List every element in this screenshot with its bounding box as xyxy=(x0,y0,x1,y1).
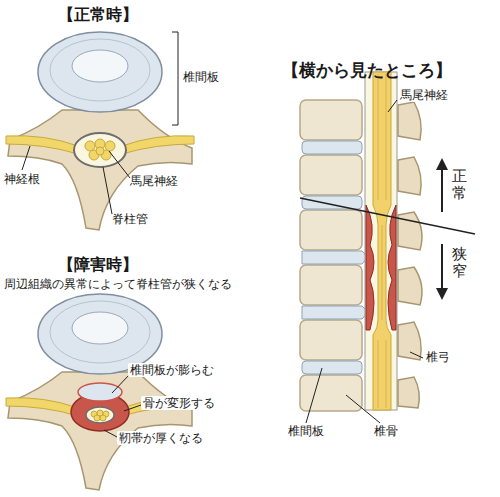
part-label: 椎間板が膨らむ xyxy=(128,363,216,377)
part-label: 脊柱管 xyxy=(112,212,148,226)
side-view-spine xyxy=(300,72,422,411)
part-label: 馬尾神経 xyxy=(398,88,450,102)
part-label: 馬尾神経 xyxy=(130,174,178,188)
part-label: 椎間板 xyxy=(286,424,326,438)
leader-lines-bottom xyxy=(104,375,141,437)
part-label: 靭帯が厚くなる xyxy=(117,431,205,445)
part-label: 椎間板 xyxy=(183,70,219,84)
part-label: 神経根 xyxy=(4,172,40,186)
stenosis-axial-vertebra xyxy=(6,294,194,490)
side-leaders-arrows xyxy=(300,100,475,423)
section-heading: 【横から見たところ】 xyxy=(282,60,452,80)
part-label: 椎骨 xyxy=(372,424,400,438)
leader-lines-top xyxy=(22,32,178,214)
arrow-heads xyxy=(436,158,448,300)
vertical-label: 狭窄 xyxy=(452,246,467,279)
section-heading: 【正常時】 xyxy=(58,5,138,24)
section-heading: 【障害時】 xyxy=(58,255,138,274)
part-label: 椎弓 xyxy=(424,350,452,364)
normal-axial-vertebra xyxy=(6,32,194,230)
vertical-label: 正常 xyxy=(452,168,467,201)
part-label: 骨が変形する xyxy=(141,396,217,410)
note-text: 周辺組織の異常によって脊柱管が狭くなる xyxy=(4,277,232,291)
